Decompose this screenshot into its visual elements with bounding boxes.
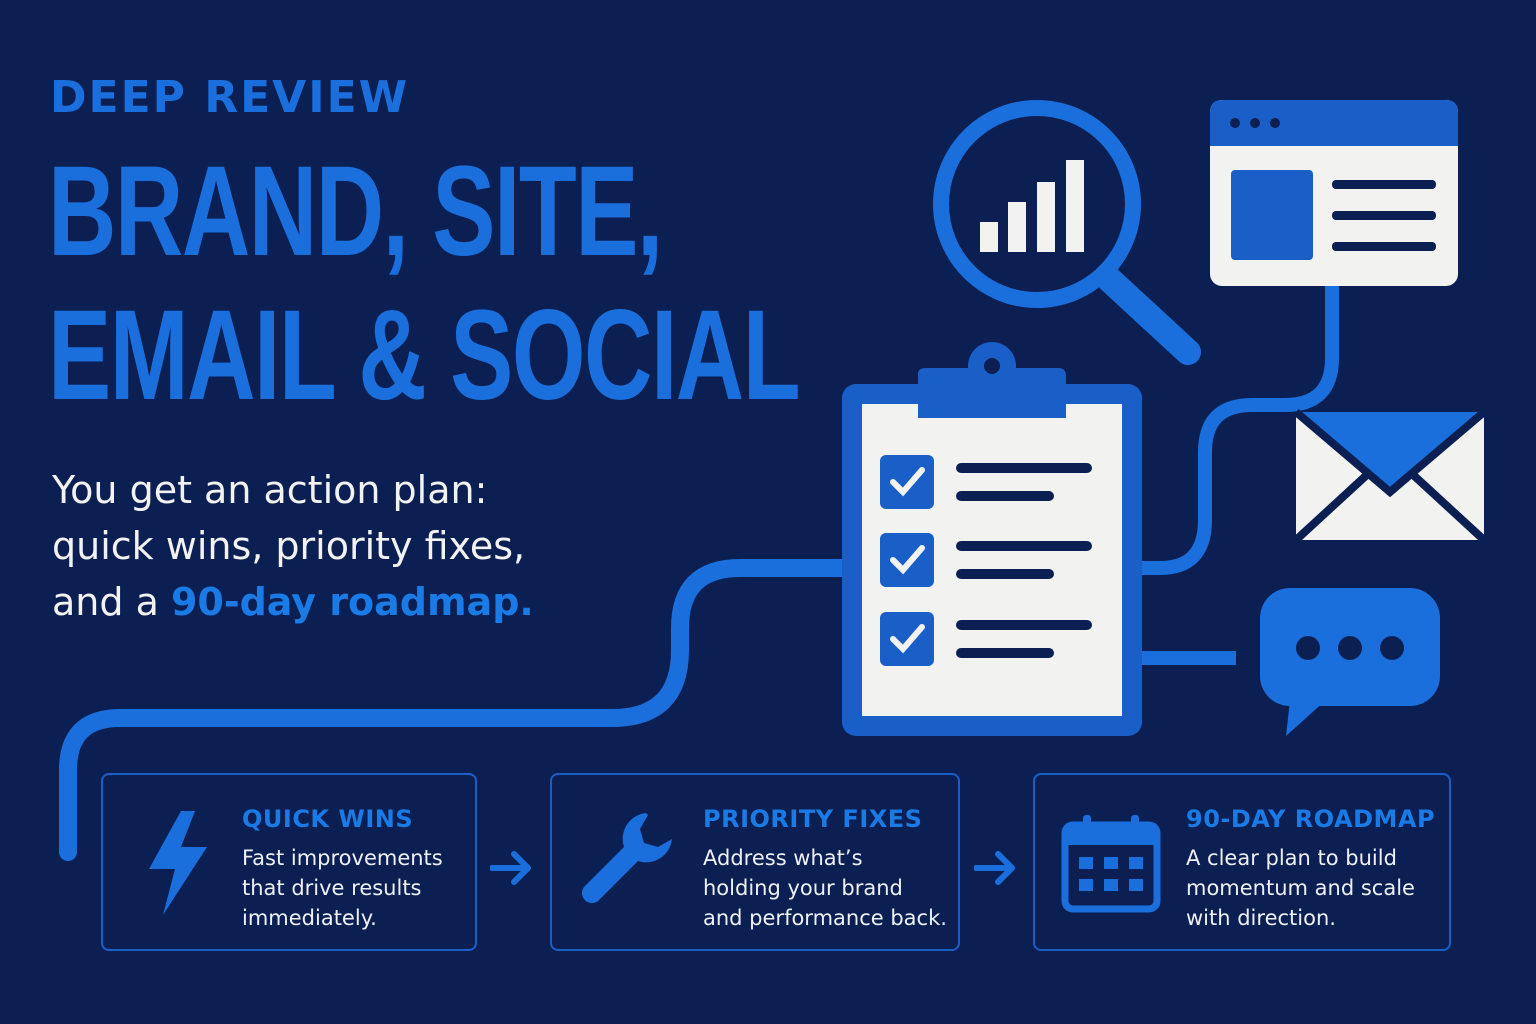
subtitle-line-2: quick wins, priority fixes, <box>52 524 526 568</box>
connector-path <box>59 559 854 861</box>
checklist-item <box>880 612 1092 666</box>
clipboard-checklist-icon <box>842 342 1142 736</box>
subtitle-line-1: You get an action plan: <box>52 468 488 512</box>
lightning-bolt-icon <box>149 811 207 915</box>
subtitle-line-3-plain: and a <box>52 580 171 624</box>
card-priority-fixes: PRIORITY FIXES Address what’s holding yo… <box>550 773 960 951</box>
card-title: QUICK WINS <box>242 805 414 833</box>
card-title: PRIORITY FIXES <box>703 805 923 833</box>
card-description: A clear plan to build momentum and scale… <box>1186 846 1415 930</box>
card-description: Fast improvements that drive results imm… <box>242 846 443 930</box>
checklist-item <box>880 533 1092 587</box>
arrow-right-icon <box>490 851 531 885</box>
subtitle-line-3: and a 90-day roadmap. <box>52 574 534 630</box>
headline-line-1: BRAND, SITE, <box>48 140 663 283</box>
eyebrow-label: DEEP REVIEW <box>50 72 410 123</box>
subtitle: You get an action plan: quick wins, prio… <box>52 462 534 630</box>
headline-line-2: EMAIL & SOCIAL <box>48 284 801 427</box>
arrow-right-icon <box>974 851 1015 885</box>
card-quick-wins: QUICK WINS Fast improvements that drive … <box>101 773 477 951</box>
card-90-day-roadmap: 90-DAY ROADMAP A clear plan to build mom… <box>1033 773 1451 951</box>
envelope-icon <box>1293 408 1487 543</box>
card-description: Address what’s holding your brand and pe… <box>703 846 947 930</box>
calendar-icon <box>1061 815 1161 913</box>
page-title: BRAND, SITE, EMAIL & SOCIAL <box>48 140 801 428</box>
chat-bubble-icon <box>1260 588 1440 736</box>
wrench-icon <box>582 813 672 903</box>
browser-window-icon <box>1210 100 1458 286</box>
card-title: 90-DAY ROADMAP <box>1186 805 1436 833</box>
magnifier-chart-icon <box>933 100 1201 365</box>
subtitle-highlight: 90-day roadmap. <box>170 580 534 624</box>
connector-path-browser <box>1133 281 1339 575</box>
checklist-item <box>880 455 1092 509</box>
